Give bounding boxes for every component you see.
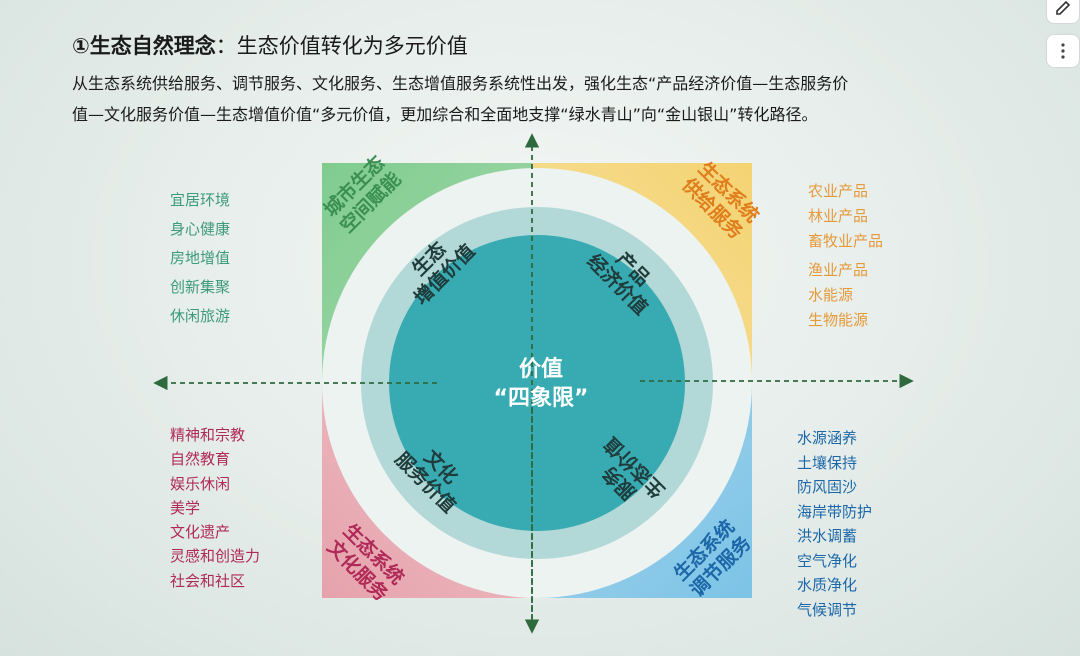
title-bold: 生态自然理念 (89, 34, 216, 58)
intro-line-2: 值—文化服务价值—生态增值价值“多元价值，更加综合和全面地支撑“绿水青山”向“金… (72, 105, 818, 124)
list-item: 创新集聚 (170, 278, 231, 296)
list-item: 社会和社区 (170, 571, 246, 590)
list-item: 水能源 (808, 286, 854, 304)
list-item: 农业产品 (808, 182, 869, 200)
list-item: 文化遗产 (170, 523, 231, 542)
list-item: 气候调节 (797, 600, 858, 619)
list-item: 自然教育 (170, 450, 231, 469)
list-item: 灵感和创造力 (170, 547, 261, 566)
center-label: 价值 “四象限” (441, 355, 641, 413)
list-item: 海岸带防护 (797, 502, 873, 521)
list-top-left: 宜居环境 身心健康 房地增值 创新集聚 休闲旅游 (170, 186, 230, 331)
title-number: ① (72, 34, 90, 58)
more-dots-icon (1061, 43, 1065, 59)
page-title: ①生态自然理念：生态价值转化为多元价值 (72, 30, 468, 60)
list-item: 土壤保持 (797, 453, 858, 472)
center-label-line2: “四象限” (493, 386, 589, 411)
list-item: 洪水调蓄 (797, 527, 858, 545)
list-top-right: 农业产品 林业产品 畜牧业产品 渔业产品 水能源 生物能源 (808, 179, 883, 333)
edit-icon (1056, 0, 1071, 15)
list-item: 空气净化 (797, 551, 858, 570)
title-rest: ：生态价值转化为多元价值 (215, 34, 468, 58)
intro-line-1: 从生态系统供给服务、调节服务、文化服务、生态增值服务系统性出发，强化生态“产品经… (72, 74, 849, 93)
list-item: 水质净化 (797, 576, 858, 594)
list-item: 渔业产品 (808, 261, 869, 279)
list-bottom-left: 精神和宗教 自然教育 娱乐休闲 美学 文化遗产 灵感和创造力 社会和社区 (170, 423, 260, 593)
list-item: 休闲旅游 (170, 307, 231, 325)
list-item: 水源涵养 (797, 429, 858, 447)
center-label-line1: 价值 (518, 357, 563, 382)
center-disc (389, 235, 685, 531)
list-item: 美学 (170, 498, 201, 517)
list-item: 身心健康 (170, 220, 231, 238)
list-item: 林业产品 (808, 207, 869, 225)
list-item: 生物能源 (808, 311, 869, 329)
list-item: 畜牧业产品 (808, 232, 884, 250)
list-item: 宜居环境 (170, 191, 231, 209)
list-bottom-right: 水源涵养 土壤保持 防风固沙 海岸带防护 洪水调蓄 空气净化 水质净化 气候调节 (797, 426, 872, 622)
list-item: 防风固沙 (797, 478, 858, 496)
list-item: 娱乐休闲 (170, 474, 231, 493)
list-item: 房地增值 (170, 249, 231, 267)
list-item: 精神和宗教 (170, 426, 246, 444)
